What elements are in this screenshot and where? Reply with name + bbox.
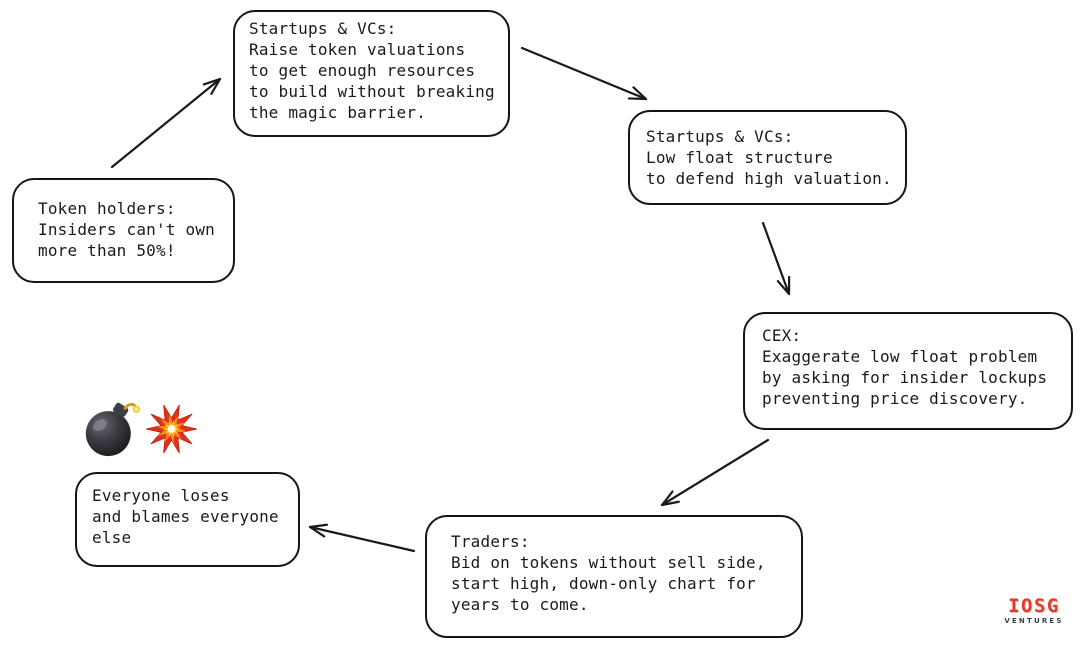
arrow-traders-to-everyone-loses [308, 523, 416, 553]
node-startups-low-float: Startups & VCs: Low float structure to d… [628, 110, 907, 205]
explosion-icon [144, 402, 199, 456]
node-cex: CEX: Exaggerate low float problem by ask… [743, 312, 1073, 430]
arrow-cex-to-traders [660, 438, 770, 507]
arrow-raise-to-low-float [520, 46, 648, 101]
arrow-token-holders-to-raise [110, 77, 222, 169]
node-token-holders: Token holders: Insiders can't own more t… [12, 178, 235, 283]
logo-brand-text: IOSG [1008, 595, 1060, 617]
node-traders: Traders: Bid on tokens without sell side… [425, 515, 803, 638]
node-everyone-loses: Everyone loses and blames everyone else [75, 472, 300, 567]
bomb-icon [83, 396, 143, 458]
iosg-ventures-logo: IOSG VENTURES [998, 597, 1070, 625]
logo-subtitle-text: VENTURES [1004, 617, 1064, 625]
node-startups-raise: Startups & VCs: Raise token valuations t… [233, 10, 510, 137]
arrow-low-float-to-cex [761, 221, 791, 296]
